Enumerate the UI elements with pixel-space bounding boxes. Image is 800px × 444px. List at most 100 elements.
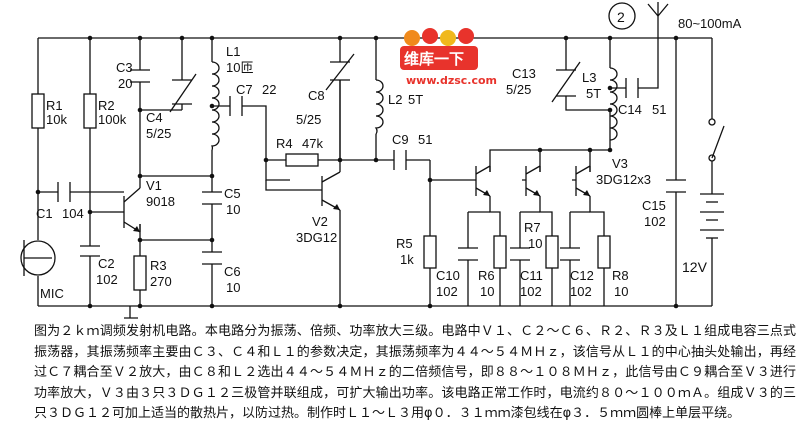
inductor-l2 <box>374 79 384 135</box>
label-r1-value: 10k <box>46 112 67 127</box>
trimmer-capacitor-c13 <box>551 61 581 103</box>
trimmer-capacitor-c4 <box>169 73 197 113</box>
figure-number-circle <box>608 2 636 30</box>
capacitor-c15 <box>666 179 686 193</box>
label-r8-value: 10 <box>614 284 628 299</box>
label-c10-name: C10 <box>436 268 460 283</box>
junction-dots <box>35 35 679 309</box>
label-c5-name: C5 <box>224 186 241 201</box>
power-switch-icon <box>708 118 725 162</box>
label-r4-value: 47k <box>302 136 323 151</box>
capacitor-c1 <box>57 182 71 202</box>
resistor-r2 <box>83 93 97 129</box>
label-c11-value: 102 <box>520 284 542 299</box>
resistor-r4 <box>285 153 319 167</box>
inductor-l1 <box>211 61 220 151</box>
label-battery-voltage: 12V <box>682 259 708 275</box>
current-label: 80~100mA <box>678 16 742 31</box>
label-r3-name: R3 <box>150 258 167 273</box>
label-c12-value: 102 <box>570 284 592 299</box>
resistor-r5 <box>423 235 437 269</box>
capacitor-c3 <box>130 69 150 83</box>
battery-icon <box>700 193 724 246</box>
capacitor-c14 <box>625 78 639 98</box>
label-c8-name: C8 <box>308 88 325 103</box>
label-r1-name: R1 <box>46 98 63 113</box>
capacitor-c6 <box>202 251 222 265</box>
label-v1-value: 9018 <box>146 194 175 209</box>
capacitor-c7 <box>229 96 243 116</box>
capacitor-c12 <box>560 247 580 261</box>
label-c5-value: 10 <box>226 202 240 217</box>
microphone-mic <box>20 240 56 276</box>
label-v2-value: 3DG12 <box>296 230 337 245</box>
capacitor-c11 <box>510 247 530 261</box>
schematic: 2 80~100mA 维库一下 www.dzsc.com R1 10k R2 1… <box>20 2 742 319</box>
label-r2-name: R2 <box>98 98 115 113</box>
label-c14-name: C14 <box>618 102 642 117</box>
label-c15-value: 102 <box>644 214 666 229</box>
resistor-r6 <box>493 235 507 269</box>
label-mic: MIC <box>40 286 64 301</box>
label-c13-name: C13 <box>512 66 536 81</box>
watermark-logo <box>400 28 478 70</box>
label-c15-name: C15 <box>642 198 666 213</box>
label-r5-name: R5 <box>396 236 413 251</box>
label-c6-value: 10 <box>226 280 240 295</box>
label-c7-name: C7 <box>236 82 253 97</box>
transistor-v3b <box>525 165 541 197</box>
label-c13-value: 5/25 <box>506 82 531 97</box>
resistor-r3 <box>133 255 147 291</box>
label-l2-value: 5T <box>408 92 423 107</box>
label-c2-name: C2 <box>98 256 115 271</box>
label-c11-name: C11 <box>520 268 543 283</box>
label-r8-name: R8 <box>612 268 629 283</box>
capacitor-c9 <box>393 150 407 170</box>
label-r6-name: R6 <box>478 268 495 283</box>
label-c12-name: C12 <box>570 268 594 283</box>
label-c4-name: C4 <box>146 110 163 125</box>
label-l2-name: L2 <box>388 92 402 107</box>
label-c7-value: 22 <box>262 82 276 97</box>
antenna-icon <box>647 2 669 17</box>
label-c9-value: 51 <box>418 132 432 147</box>
label-c2-value: 102 <box>96 272 118 287</box>
label-c9-name: C9 <box>392 132 409 147</box>
label-r2-value: 100k <box>98 112 127 127</box>
watermark-url: www.dzsc.com <box>406 74 497 87</box>
circuit-diagram: 2 80~100mA 维库一下 www.dzsc.com R1 10k R2 1… <box>20 2 742 319</box>
label-l1-name: L1 <box>226 44 240 59</box>
label-r4-name: R4 <box>276 136 293 151</box>
capacitor-c5 <box>202 191 222 205</box>
resistor-r1 <box>31 93 45 129</box>
label-r6-value: 10 <box>480 284 494 299</box>
label-v3-name: V3 <box>612 156 628 171</box>
figure-caption: 图为２ｋｍ调频发射机电路。本电路分为振荡、倍频、功率放大三级。电路中Ｖ１、Ｃ２～… <box>34 324 796 421</box>
label-c8-value: 5/25 <box>296 112 321 127</box>
label-c4-value: 5/25 <box>146 126 171 141</box>
capacitor-c10 <box>458 247 478 261</box>
label-c3-value: 20 <box>118 76 132 91</box>
label-r3-value: 270 <box>150 274 172 289</box>
resistor-r7 <box>545 235 559 269</box>
label-v1-name: V1 <box>146 178 162 193</box>
transistor-v1 <box>110 182 141 233</box>
label-c1-name: C1 <box>36 206 53 221</box>
label-l1-value: 10匝 <box>226 60 253 75</box>
inductor-l3 <box>609 67 618 141</box>
label-v2-name: V2 <box>312 214 328 229</box>
label-c6-name: C6 <box>224 264 241 279</box>
label-r7-value: 10 <box>528 236 542 251</box>
capacitor-c2 <box>80 245 100 257</box>
label-l3-value: 5T <box>586 86 601 101</box>
label-c1-value: 104 <box>62 206 84 221</box>
label-l3-name: L3 <box>582 70 596 85</box>
label-c10-value: 102 <box>436 284 458 299</box>
transistor-v2 <box>321 171 341 211</box>
label-r7-name: R7 <box>524 220 541 235</box>
label-c3-name: C3 <box>116 60 133 75</box>
label-c14-value: 51 <box>652 102 666 117</box>
label-v3-value: 3DG12x3 <box>596 172 651 187</box>
label-r5-value: 1k <box>400 252 414 267</box>
figure-number: 2 <box>617 9 625 25</box>
